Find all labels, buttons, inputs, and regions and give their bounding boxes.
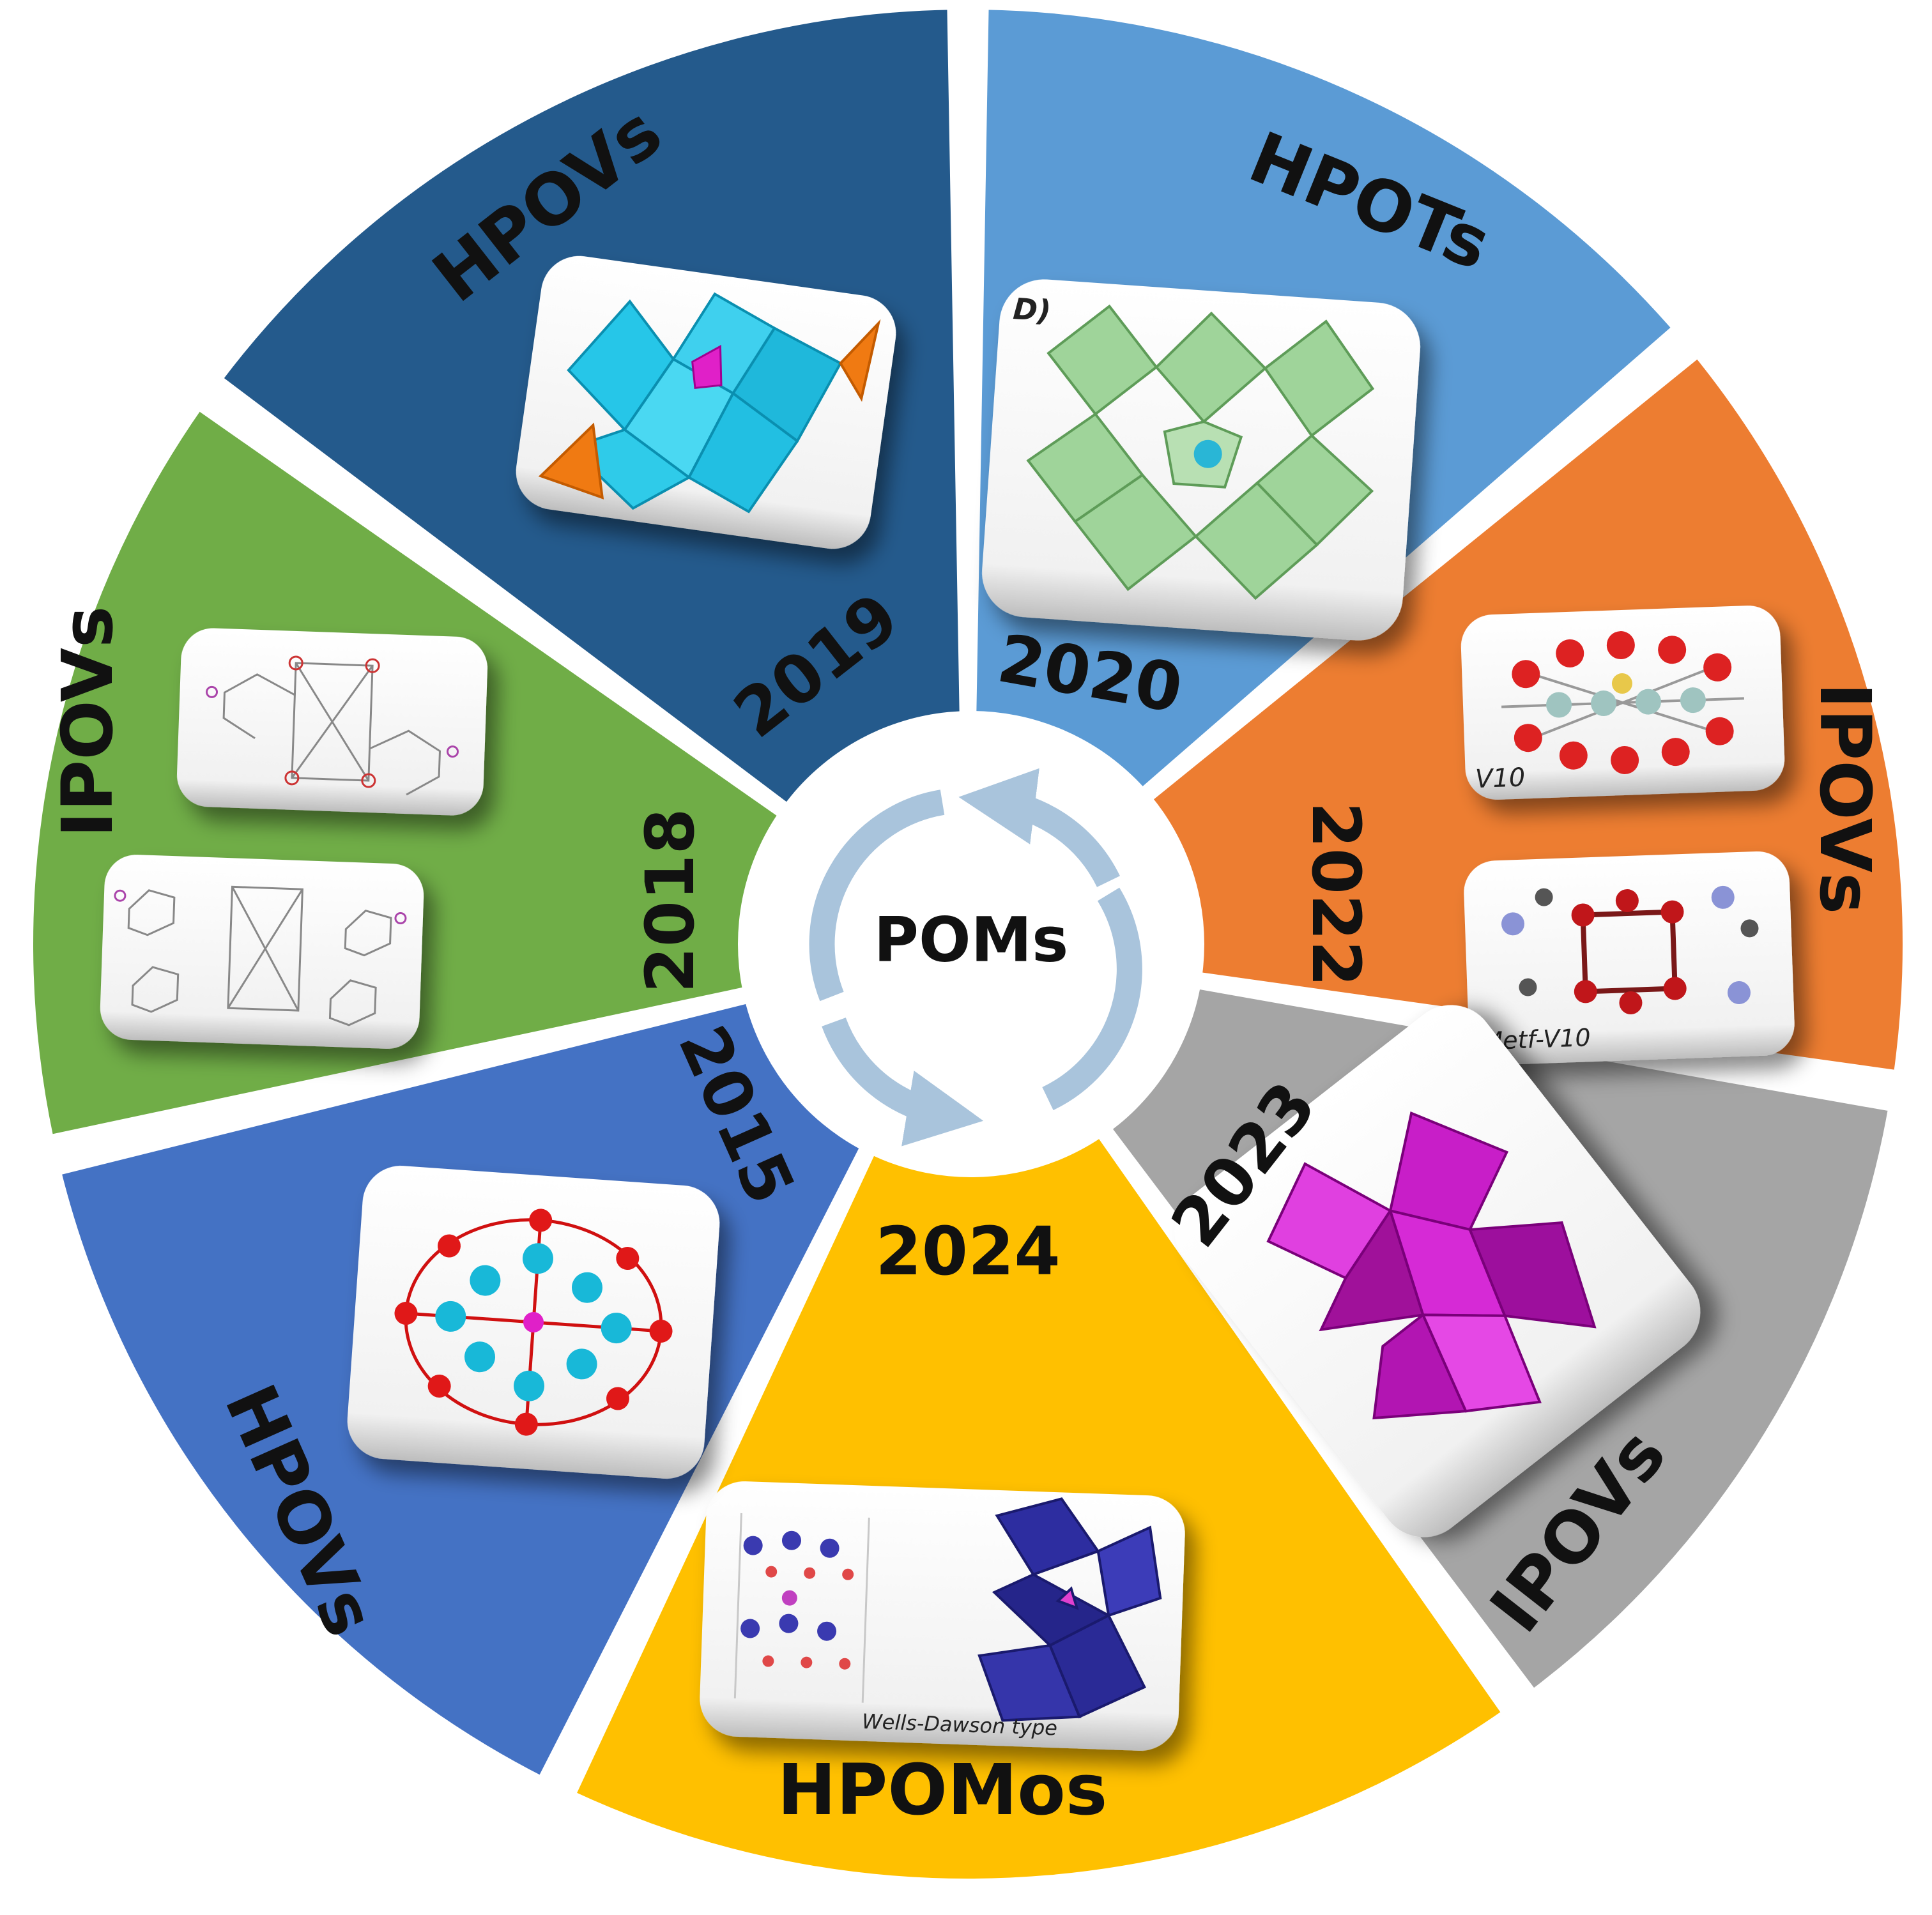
center-label: POMs <box>874 904 1069 975</box>
panel-caption-d: D) <box>1012 291 1052 328</box>
card-ipovs-2022-metf-v10: Metf-V10 <box>1464 851 1795 1065</box>
card-ipovs-2022-v10: V10 <box>1460 606 1785 800</box>
card-hpots-2020: D) <box>982 279 1420 641</box>
card-ipovs-2023 <box>1174 1005 1701 1537</box>
central-atom <box>1193 439 1222 468</box>
ortep-structure-top <box>206 655 459 796</box>
polyhedral-structure-magenta <box>1266 1111 1597 1420</box>
year-label-2022: 2022 <box>1297 802 1375 986</box>
card-ipovs-2018-bottom <box>100 855 424 1049</box>
cycle-arrow-bottom <box>1042 887 1142 1111</box>
class-label-2018: IPOVs <box>47 606 128 838</box>
year-label-2024: 2024 <box>875 1212 1060 1290</box>
polyhedral-structure-green <box>1026 304 1375 600</box>
card-hpovs-2019 <box>516 256 896 549</box>
card-ipovs-2018-top <box>176 628 488 816</box>
caption-v10: V10 <box>1475 763 1526 794</box>
polyhedral-structure-blue <box>977 1497 1162 1722</box>
ball-stick-cyan-red <box>394 1209 673 1436</box>
ortep-structure-bottom <box>114 885 407 1026</box>
ball-stick-wells-dawson <box>733 1513 870 1703</box>
card-hpomos-2024: Wells-Dawson type <box>700 1481 1185 1751</box>
cycle-arrow-left <box>822 1017 984 1147</box>
cycle-arrow-top <box>809 790 945 1002</box>
ball-stick-metf-v10 <box>1501 885 1759 1014</box>
polyhedral-structure-cyan <box>538 292 881 514</box>
class-label-2022: IPOVs <box>1804 683 1886 915</box>
class-label-2024: HPOMos <box>778 1749 1108 1831</box>
cycle-arrow-right <box>958 768 1120 888</box>
year-label-2018: 2018 <box>631 808 709 993</box>
center-hub: POMs <box>738 711 1204 1177</box>
card-hpovs-2015 <box>347 1166 720 1479</box>
ball-stick-v10 <box>1501 631 1744 774</box>
